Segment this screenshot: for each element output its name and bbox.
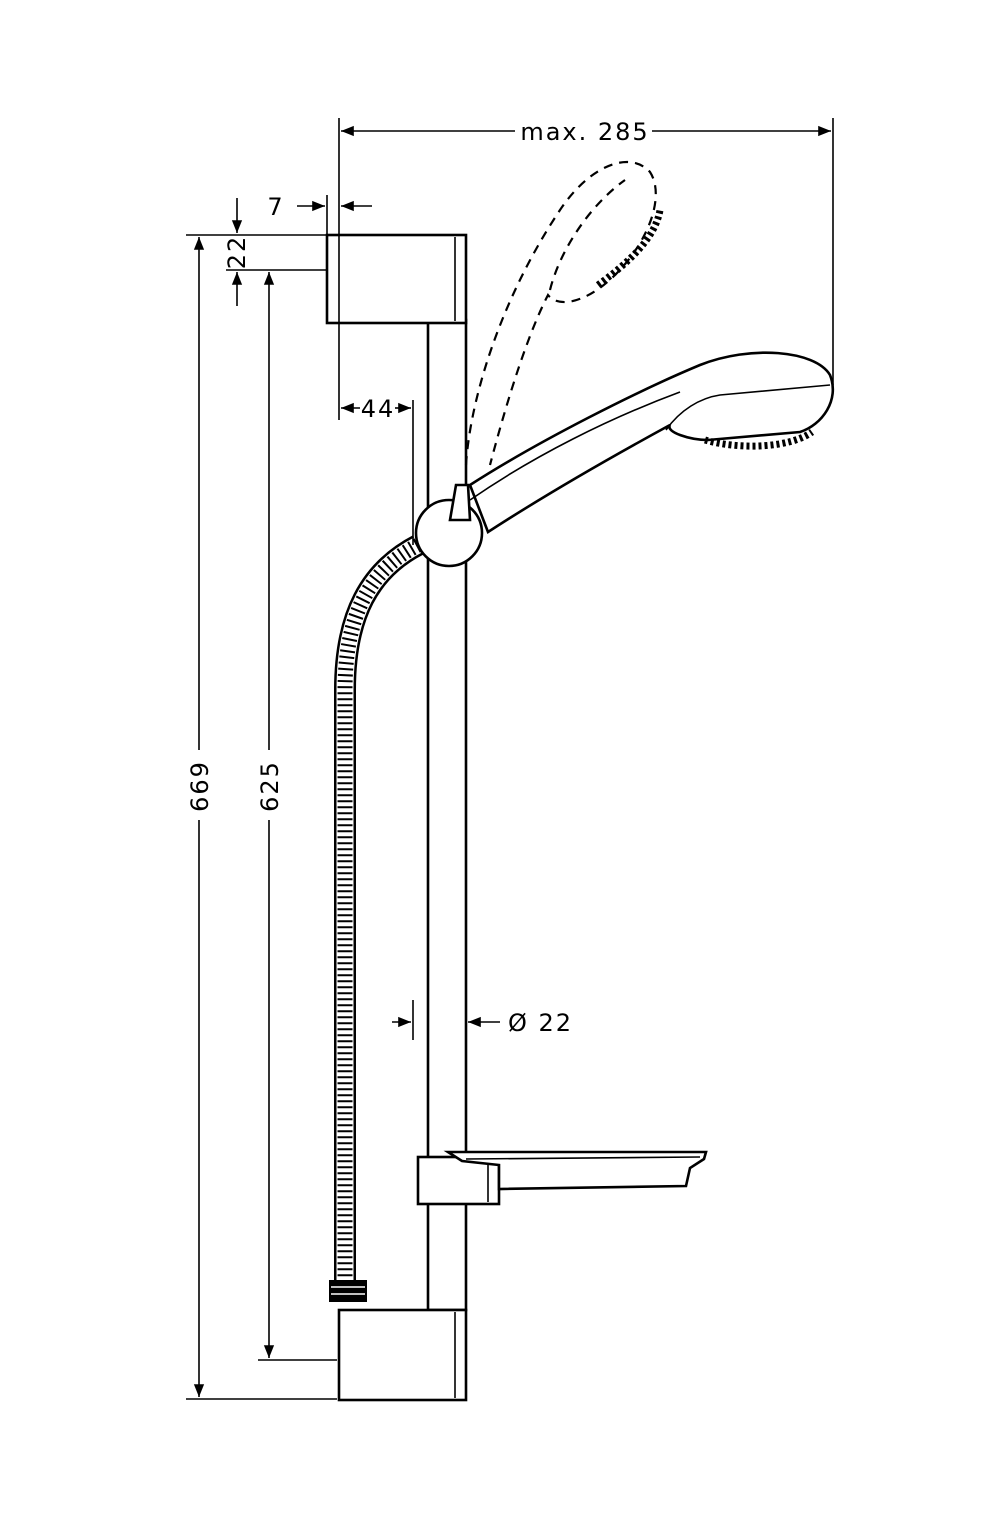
dimension-lines: [186, 118, 834, 1400]
label-max-reach: max. 285: [520, 118, 649, 146]
handshower-handle-line: [469, 391, 681, 501]
label-bar-diameter: Ø 22: [508, 1009, 573, 1037]
soap-dish-tray: [443, 1150, 708, 1191]
handshower-body: [468, 351, 835, 534]
label-wall-offset: 7: [267, 193, 284, 221]
bottom-bracket-body: [337, 1308, 468, 1402]
hose-outline: [334, 535, 424, 1285]
slider-lever: [448, 483, 472, 522]
label-bar-height: 625: [256, 760, 284, 812]
handshower-face-line: [665, 384, 831, 431]
hand-shower: [468, 351, 835, 534]
top-wall-bracket: [325, 233, 468, 325]
soap-dish-rim: [465, 1156, 701, 1160]
shower-hose: [329, 535, 424, 1302]
slider-knob: [414, 498, 484, 568]
soap-dish: [416, 1150, 708, 1206]
label-bar-clearance: 44: [361, 395, 396, 423]
label-top-bracket-height: 22: [223, 235, 251, 270]
hose-fill: [336, 537, 423, 1285]
shower-slider: [414, 483, 484, 568]
handshower-alt-inner: [548, 179, 626, 291]
dimension-labels: max. 285 7 22 44 669 625 Ø 22: [186, 118, 649, 1037]
bottom-wall-bracket: [337, 1308, 468, 1402]
handshower-alt-outline: [464, 160, 657, 466]
top-bracket-body: [325, 233, 468, 325]
handshower-alt-position: [464, 160, 664, 466]
label-total-height: 669: [186, 760, 214, 812]
hose-nut: [329, 1280, 367, 1302]
